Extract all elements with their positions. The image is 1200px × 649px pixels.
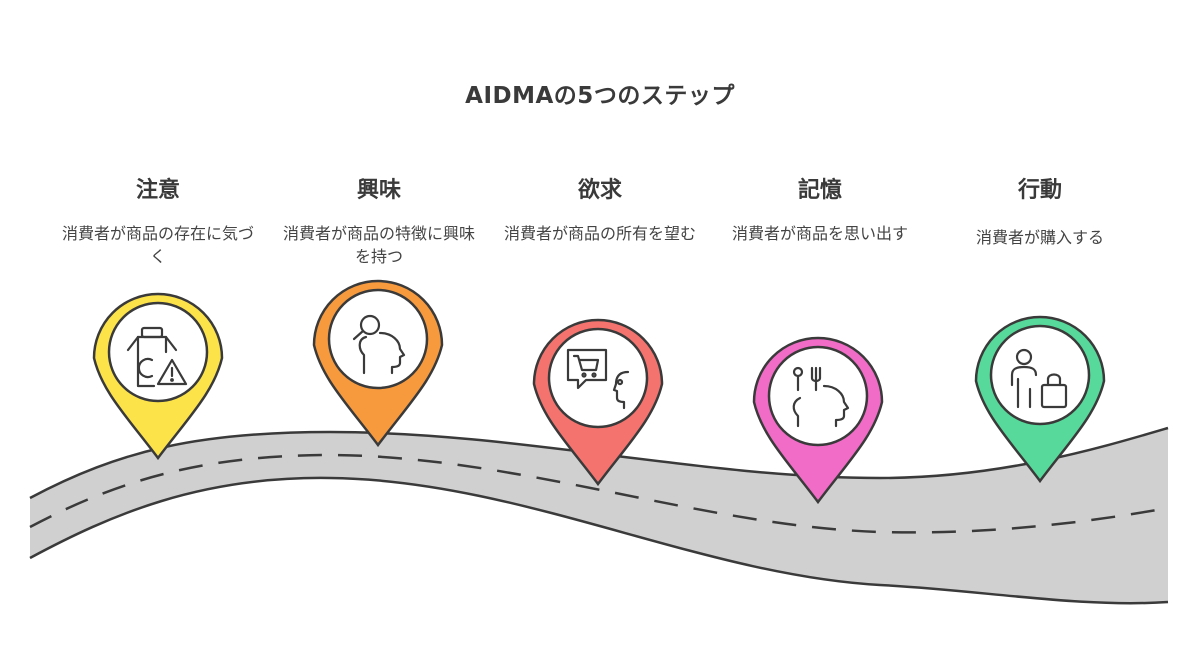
step-5-description: 消費者が購入する xyxy=(975,228,1104,247)
head-magnifier-icon xyxy=(352,314,406,375)
step-2-description: 消費者が商品の特徴に興味を持つ xyxy=(282,224,475,266)
step-1-name: 注意 xyxy=(135,178,180,203)
step-3-description: 消費者が商品の所有を望む xyxy=(503,224,696,243)
step-3-name: 欲求 xyxy=(577,178,622,203)
cart-speech-icon xyxy=(566,348,630,410)
road-bottom-edge xyxy=(29,476,1169,605)
step-1-pin xyxy=(92,292,224,461)
step-3-pin xyxy=(532,318,664,487)
warning-bottle-icon xyxy=(126,326,188,388)
step-5-pin xyxy=(974,315,1106,484)
step-4-description: 消費者が商品を思い出す xyxy=(731,224,908,243)
step-1-description: 消費者が商品の存在に気づく xyxy=(61,224,254,266)
road-surface xyxy=(30,428,1168,604)
road-center-line xyxy=(29,453,1169,534)
step-2-pin xyxy=(312,279,444,448)
step-4-name: 記憶 xyxy=(797,178,842,203)
step-5-name: 行動 xyxy=(1017,178,1062,203)
step-2-name: 興味 xyxy=(356,178,401,203)
head-utensils-icon xyxy=(792,366,850,428)
person-bag-icon xyxy=(1010,348,1068,409)
diagram-title: AIDMAの5つのステップ xyxy=(465,83,735,109)
step-4-pin xyxy=(752,336,884,505)
